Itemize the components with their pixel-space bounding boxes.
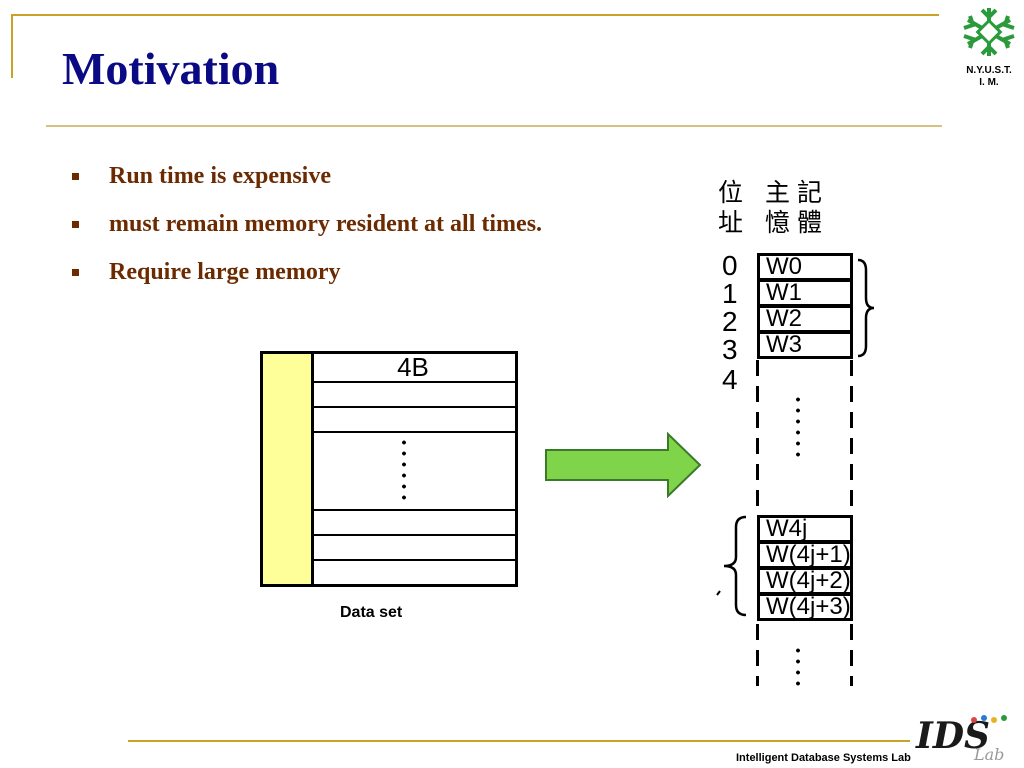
- dataset-header-label: 4B: [397, 352, 429, 382]
- square-bullet-icon: [72, 268, 79, 276]
- header-char: 憶: [765, 208, 791, 237]
- memory-cell: W(4j+1): [757, 541, 853, 569]
- logo-line-1: N.Y.U.S.T.: [966, 65, 1012, 76]
- address-label: 1: [722, 278, 738, 309]
- bullet-text: must remain memory resident at all times…: [109, 210, 543, 237]
- bullet-text: Require large memory: [109, 258, 341, 285]
- dataset-key-cell: [263, 534, 314, 559]
- right-arrow-icon: [545, 432, 702, 498]
- dataset-row: [263, 559, 515, 584]
- address-label: 0: [722, 250, 738, 281]
- nyust-logo: N.Y.U.S.T. I. M.: [955, 4, 1023, 88]
- memory-dashed-right: [850, 624, 853, 686]
- memory-cell: W4j: [757, 515, 853, 543]
- address-label: 2: [722, 306, 738, 337]
- ids-lab-logo: IDS Lab: [915, 715, 1007, 764]
- title-underline: [46, 125, 942, 127]
- dataset-key-cell: [263, 509, 314, 534]
- bullet-item: Require large memory: [72, 248, 542, 296]
- bullet-text: Run time is expensive: [109, 162, 331, 189]
- memory-header-main: 主 憶: [765, 178, 790, 238]
- vertical-ellipsis-icon: [796, 645, 800, 689]
- address-label: 4: [722, 364, 738, 395]
- footer-lab-name: Intelligent Database Systems Lab: [736, 752, 911, 764]
- dataset-row: [263, 509, 515, 536]
- header-char: 體: [797, 208, 823, 237]
- memory-dashed-right: [850, 360, 853, 510]
- square-bullet-icon: [72, 220, 79, 228]
- snowflake-logo-icon: [963, 8, 1015, 56]
- dataset-row: [263, 534, 515, 561]
- header-char: 位: [718, 178, 744, 207]
- right-brace-icon: [857, 258, 875, 358]
- header-char: 主: [765, 178, 791, 207]
- memory-cell: W1: [757, 279, 853, 307]
- bullet-item: Run time is expensive: [72, 152, 542, 200]
- memory-cell: W3: [757, 331, 853, 359]
- address-label: 3: [722, 334, 738, 365]
- frame-left-rule: [11, 14, 13, 78]
- memory-dashed-left: [756, 360, 759, 510]
- memory-cell: W2: [757, 305, 853, 333]
- memory-cell: W0: [757, 253, 853, 281]
- dataset-row: [263, 381, 515, 408]
- dataset-caption: Data set: [340, 604, 403, 621]
- header-char: 址: [718, 208, 744, 237]
- dataset-key-cell: [263, 354, 314, 381]
- dataset-key-cell: [263, 406, 314, 431]
- frame-top-rule: [11, 14, 939, 16]
- dataset-row: [263, 406, 515, 433]
- memory-header-memory: 記 體: [797, 178, 822, 238]
- dataset-key-cell: [263, 559, 314, 584]
- dataset-key-cell: [263, 431, 314, 509]
- bullet-item: must remain memory resident at all times…: [72, 200, 542, 248]
- vertical-ellipsis-icon: [796, 394, 800, 460]
- memory-cell: W(4j+2): [757, 567, 853, 595]
- left-brace-icon: [716, 515, 747, 617]
- vertical-ellipsis-icon: [402, 437, 406, 503]
- dataset-row: 4B: [263, 352, 515, 383]
- dataset-row-gap: [263, 431, 515, 511]
- dataset-table: 4B: [260, 351, 518, 587]
- dataset-key-cell: [263, 381, 314, 406]
- ids-logo-text: IDS: [915, 715, 990, 757]
- header-char: 記: [797, 178, 823, 207]
- square-bullet-icon: [72, 172, 79, 180]
- memory-cell: W(4j+3): [757, 593, 853, 621]
- footer-rule: [128, 740, 910, 742]
- memory-dashed-left: [756, 624, 759, 686]
- slide-title: Motivation: [62, 43, 280, 94]
- logo-line-2: I. M.: [979, 77, 999, 88]
- bullet-list: Run time is expensive must remain memory…: [72, 152, 542, 296]
- memory-header-address: 位 址: [718, 178, 743, 238]
- ids-logo-script: Lab: [973, 745, 1004, 764]
